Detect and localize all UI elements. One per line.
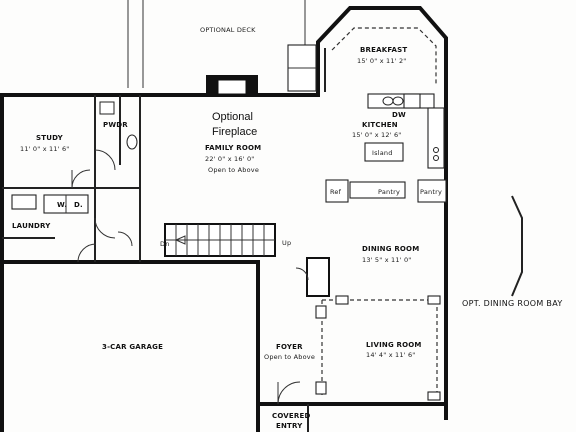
- pwdr-label: PWDR: [103, 121, 128, 129]
- optional-deck-outline: [127, 0, 306, 88]
- living-room-label: LIVING ROOM: [366, 341, 422, 349]
- foyer-label: FOYER: [276, 343, 303, 351]
- breakfast-bay-dashed: [331, 27, 437, 85]
- living-room-dims: 14' 4" x 11' 6": [366, 351, 415, 359]
- staircase: [164, 223, 276, 257]
- breakfast-label: BREAKFAST: [360, 46, 407, 54]
- island-label: Island: [372, 149, 393, 157]
- opt-dining-bay-label: OPT. DINING ROOM BAY: [462, 299, 563, 308]
- study-label: STUDY: [36, 134, 64, 142]
- pantry-label-1: Pantry: [378, 188, 400, 196]
- covered-entry-label-2: ENTRY: [276, 422, 303, 430]
- dining-living-partition: [315, 295, 441, 401]
- pantry-label-2: Pantry: [420, 188, 442, 196]
- laundry-fixtures: [11, 194, 89, 214]
- family-room-dims: 22' 0" x 16' 0": [205, 155, 254, 163]
- interior-walls-west: [2, 95, 141, 263]
- foyer-note: Open to Above: [264, 353, 315, 361]
- garage-label: 3-CAR GARAGE: [102, 343, 163, 351]
- dw-label: DW: [392, 111, 406, 119]
- covered-entry-label-1: COVERED: [272, 412, 310, 420]
- fireplace: [206, 75, 258, 97]
- kitchen-dims: 15' 0" x 12' 6": [352, 131, 401, 139]
- dining-room-label: DINING ROOM: [362, 245, 419, 253]
- stair-dn-label: Dn: [160, 240, 170, 248]
- optional-deck-label: OPTIONAL DECK: [200, 26, 256, 34]
- ref-label: Ref: [330, 188, 342, 196]
- study-dims: 11' 0" x 11' 6": [20, 145, 69, 153]
- kitchen-label: KITCHEN: [362, 121, 398, 129]
- foyer-closet: [295, 257, 330, 297]
- dining-room-dims: 13' 5" x 11' 0": [362, 256, 411, 264]
- exterior-walls: [0, 6, 448, 432]
- opt-dining-bay-outline: [511, 195, 523, 297]
- dryer-label: D.: [74, 201, 83, 209]
- laundry-label: LAUNDRY: [12, 222, 51, 230]
- optional-fireplace-label-1: Optional: [212, 111, 253, 123]
- breakfast-dims: 15' 0" x 11' 2": [357, 57, 406, 65]
- deck-slider-door: [287, 44, 317, 92]
- front-door: [277, 381, 301, 405]
- optional-fireplace-label-2: Fireplace: [212, 126, 257, 138]
- washer-label: W.: [57, 201, 67, 209]
- family-room-note: Open to Above: [208, 166, 259, 174]
- kitchen-fixtures: [325, 93, 447, 203]
- family-room-label: FAMILY ROOM: [205, 144, 261, 152]
- stair-up-label: Up: [282, 239, 291, 247]
